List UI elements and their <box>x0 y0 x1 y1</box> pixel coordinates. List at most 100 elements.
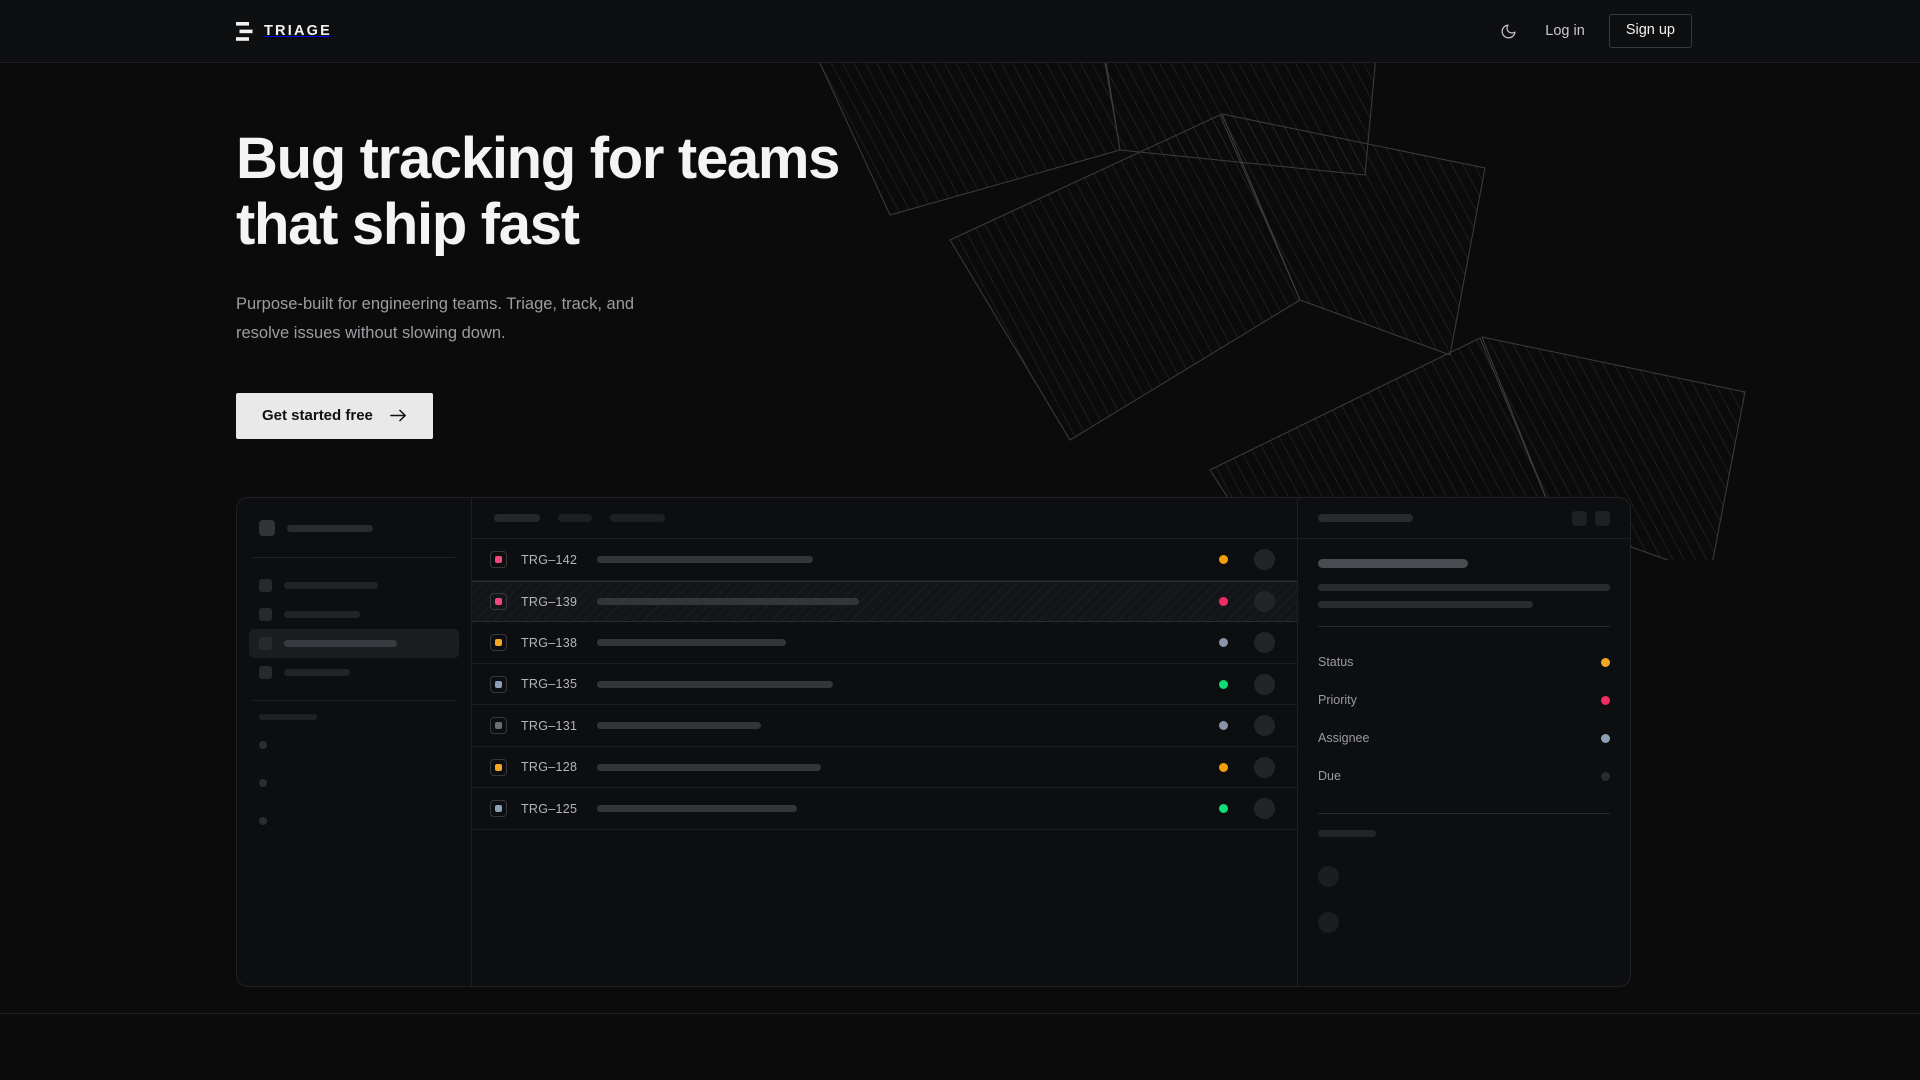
activity-avatar-1 <box>1318 865 1339 887</box>
page-title: Bug tracking for teams that ship fast <box>236 126 936 258</box>
issue-title-placeholder <box>597 639 786 647</box>
assignee-avatar <box>1254 591 1275 613</box>
table-row[interactable]: TRG–128 <box>472 747 1297 789</box>
issue-id: TRG–125 <box>521 801 578 816</box>
header-actions: Log in Sign up <box>1495 14 1692 48</box>
nav-icon-4 <box>259 666 272 680</box>
sidebar-label-2 <box>284 611 360 619</box>
toolbar-pill-3[interactable] <box>610 514 665 523</box>
login-link[interactable]: Log in <box>1545 23 1585 39</box>
mock-workspace-switcher[interactable] <box>249 512 459 544</box>
table-row[interactable]: TRG–125 <box>472 788 1297 830</box>
issue-title-placeholder <box>597 598 859 606</box>
status-dot-icon <box>1219 555 1228 565</box>
table-row[interactable]: TRG–135 <box>472 664 1297 706</box>
status-dot-icon <box>1219 804 1228 814</box>
sidebar-item-4[interactable] <box>249 658 459 687</box>
brand-logo[interactable]: TRIAGE <box>236 21 332 41</box>
issue-title-placeholder <box>597 722 761 730</box>
table-row[interactable]: TRG–131 <box>472 705 1297 747</box>
sidebar-label-1 <box>284 582 378 590</box>
mock-detail-panel: Status Priority Assignee Due <box>1298 498 1630 986</box>
hero-section: Bug tracking for teams that ship fast Pu… <box>0 63 1920 440</box>
priority-badge-icon <box>490 675 507 693</box>
sidebar-dot-item-1[interactable] <box>249 734 459 756</box>
detail-description-line-1 <box>1318 584 1610 592</box>
activity-item-2 <box>1318 899 1610 945</box>
nav-icon-2 <box>259 608 272 622</box>
detail-meta-assignee[interactable]: Assignee <box>1318 719 1610 757</box>
status-dot-icon <box>1219 721 1228 731</box>
table-row[interactable]: TRG–142 <box>472 539 1297 581</box>
sidebar-divider-top <box>253 557 455 559</box>
activity-section-label <box>1318 830 1376 838</box>
mock-issue-list: TRG–142 TRG–139 TRG–138 <box>472 498 1298 987</box>
detail-meta-due[interactable]: Due <box>1318 757 1610 795</box>
detail-title-placeholder <box>1318 559 1468 569</box>
issue-id: TRG–142 <box>521 552 578 567</box>
detail-meta-status[interactable]: Status <box>1318 643 1610 681</box>
detail-breadcrumb-placeholder <box>1318 514 1413 523</box>
meta-label-due: Due <box>1318 769 1341 784</box>
sidebar-item-1[interactable] <box>249 571 459 600</box>
meta-label-status: Status <box>1318 655 1354 670</box>
table-row[interactable]: TRG–138 <box>472 622 1297 664</box>
hero-subtitle: Purpose-built for engineering teams. Tri… <box>236 290 716 348</box>
issue-list-toolbar <box>472 498 1297 540</box>
assignee-avatar <box>1254 632 1275 654</box>
signup-button[interactable]: Sign up <box>1608 14 1692 48</box>
site-header: TRIAGE Log in Sign up <box>0 0 1920 63</box>
priority-badge-icon <box>490 717 507 735</box>
workspace-avatar-icon <box>259 520 275 537</box>
status-value-dot-icon <box>1601 657 1610 667</box>
issue-title-placeholder <box>597 805 797 813</box>
detail-panel-header <box>1298 498 1630 540</box>
sidebar-item-2[interactable] <box>249 600 459 629</box>
detail-divider-top <box>1318 626 1610 628</box>
get-started-button[interactable]: Get started free <box>236 393 433 440</box>
brand-name: TRIAGE <box>264 23 332 39</box>
sidebar-section-label <box>259 714 317 721</box>
assignee-value-dot-icon <box>1601 733 1610 743</box>
priority-value-dot-icon <box>1601 695 1610 705</box>
sidebar-dot-item-3[interactable] <box>249 810 459 832</box>
theme-toggle-button[interactable] <box>1495 18 1521 44</box>
priority-badge-icon <box>490 758 507 776</box>
sidebar-dot-item-2[interactable] <box>249 772 459 794</box>
status-dot-icon <box>1219 638 1228 648</box>
meta-label-assignee: Assignee <box>1318 731 1370 746</box>
priority-badge-icon <box>490 593 507 611</box>
dot-icon-1 <box>259 741 267 750</box>
toolbar-pill-1[interactable] <box>494 514 540 523</box>
meta-label-priority: Priority <box>1318 693 1357 708</box>
assignee-avatar <box>1254 715 1275 737</box>
issue-id: TRG–135 <box>521 677 578 692</box>
sidebar-item-3-active[interactable] <box>249 629 459 659</box>
moon-icon <box>1501 24 1516 38</box>
sidebar-label-4 <box>284 669 350 677</box>
workspace-name-placeholder <box>287 524 373 532</box>
table-row-selected[interactable]: TRG–139 <box>472 580 1297 623</box>
assignee-avatar <box>1254 549 1275 571</box>
priority-badge-icon <box>490 634 507 652</box>
detail-meta-priority[interactable]: Priority <box>1318 681 1610 719</box>
detail-action-button-1[interactable] <box>1572 510 1587 526</box>
detail-description-line-2 <box>1318 601 1533 609</box>
issue-title-placeholder <box>597 763 821 771</box>
detail-action-button-2[interactable] <box>1595 510 1610 526</box>
due-value-dot-icon <box>1601 771 1610 781</box>
assignee-avatar <box>1254 756 1275 778</box>
status-dot-icon <box>1219 597 1228 607</box>
hero-subtitle-line-2: resolve issues without slowing down. <box>236 323 506 342</box>
detail-panel-body: Status Priority Assignee Due <box>1298 539 1630 965</box>
assignee-avatar <box>1254 673 1275 695</box>
mock-sidebar <box>237 498 472 987</box>
activity-avatar-2 <box>1318 911 1339 933</box>
hero-subtitle-line-1: Purpose-built for engineering teams. Tri… <box>236 294 635 313</box>
toolbar-pill-2[interactable] <box>558 514 592 523</box>
app-preview-mockup: TRG–142 TRG–139 TRG–138 <box>236 497 1631 988</box>
issue-title-placeholder <box>597 556 813 564</box>
triage-bars-logo-icon <box>236 21 253 41</box>
hero-title-line-1: Bug tracking for teams <box>236 126 840 191</box>
